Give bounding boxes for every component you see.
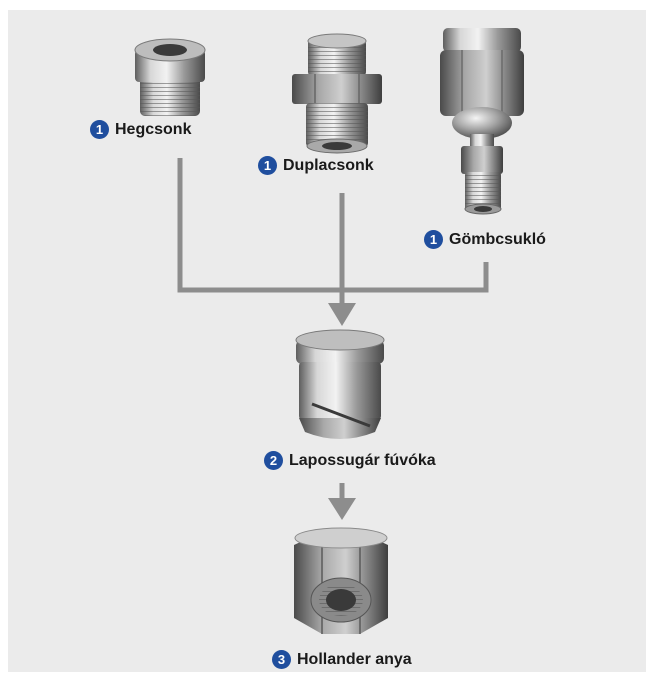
badge-gombcsuklo: 1 [424, 230, 443, 249]
badge-hollander: 3 [272, 650, 291, 669]
badge-fuvoka: 2 [264, 451, 283, 470]
label-duplacsonk-text: Duplacsonk [283, 156, 374, 174]
gombcsuklo-image [440, 28, 524, 215]
label-gombcsuklo: 1 Gömbcsukló [424, 230, 546, 249]
arrow-to-fuvoka [328, 303, 356, 326]
badge-hegcsonk: 1 [90, 120, 109, 139]
badge-duplacsonk: 1 [258, 156, 277, 175]
connector-hegcsonk [177, 158, 342, 293]
label-fuvoka: 2 Lapossugár fúvóka [264, 451, 436, 470]
label-hollander-text: Hollander anya [297, 650, 412, 668]
connector-gombcsuklo [342, 262, 489, 293]
hegcsonk-image [134, 38, 206, 116]
label-gombcsuklo-text: Gömbcsukló [449, 230, 546, 248]
duplacsonk-image [292, 33, 382, 154]
fuvoka-image [295, 329, 385, 439]
connector-lines [177, 158, 489, 500]
label-hegcsonk: 1 Hegcsonk [90, 120, 191, 139]
label-hollander: 3 Hollander anya [272, 650, 412, 669]
label-duplacsonk: 1 Duplacsonk [258, 156, 374, 175]
label-fuvoka-text: Lapossugár fúvóka [289, 451, 436, 469]
label-hegcsonk-text: Hegcsonk [115, 120, 192, 138]
hollander-image [294, 527, 388, 634]
arrow-to-hollander [328, 498, 356, 520]
